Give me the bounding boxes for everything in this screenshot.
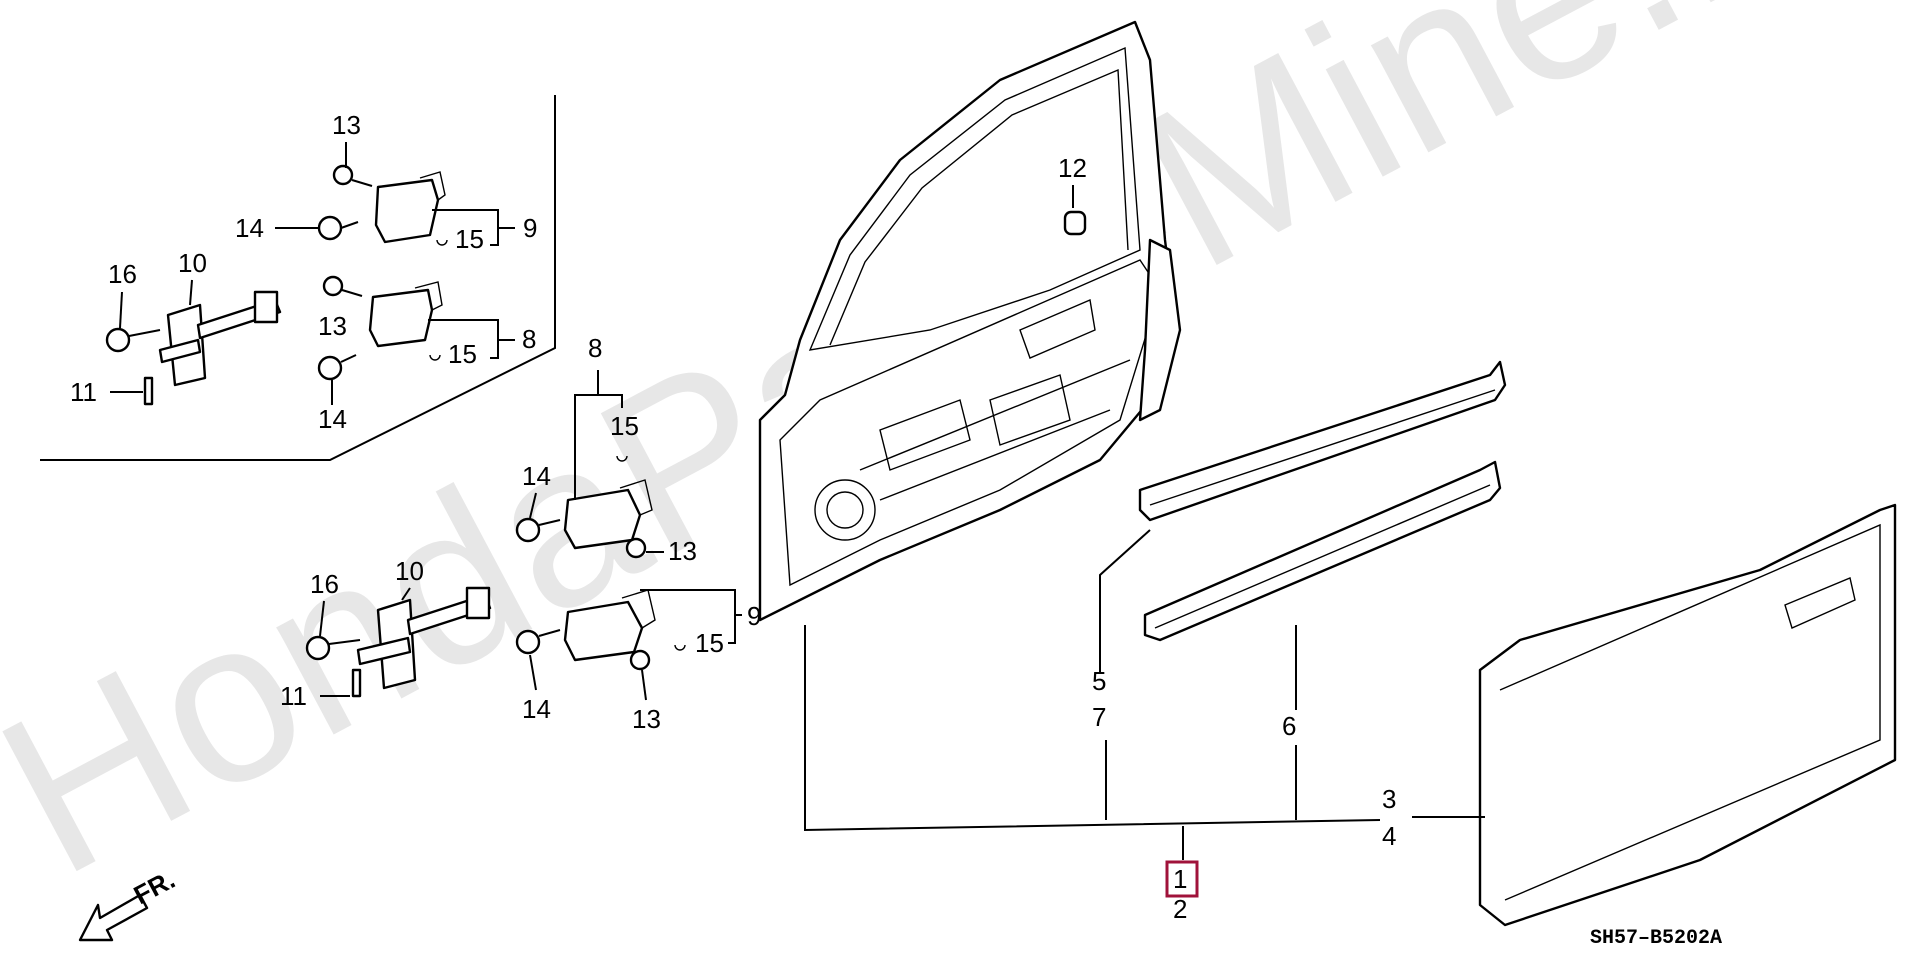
label-15-middle-b: 15	[695, 628, 724, 658]
lower-door-hinge	[563, 600, 644, 662]
label-16-upper: 16	[108, 259, 137, 289]
label-15-upper-a: 15	[455, 224, 484, 254]
door-outer-skin	[1478, 503, 1897, 927]
label-7: 7	[1092, 702, 1106, 732]
label-3: 3	[1382, 784, 1396, 814]
label-1: 1	[1173, 864, 1187, 894]
outer-handle-recess	[1784, 577, 1856, 629]
label-14-middle-a: 14	[522, 461, 551, 491]
label-4: 4	[1382, 821, 1396, 851]
label-12: 12	[1058, 153, 1087, 183]
label-13-middle-b: 13	[632, 704, 661, 734]
label-5: 5	[1092, 666, 1106, 696]
speaker-opening	[814, 479, 876, 541]
arrow-left-icon	[78, 893, 149, 942]
upper-hinge-assembly	[105, 164, 446, 406]
diagram-code: SH57–B5202A	[1590, 927, 1722, 950]
bolt-icon	[332, 164, 354, 186]
inner-panel	[779, 259, 1161, 587]
bolt-icon	[625, 537, 647, 559]
part-1-highlight	[1165, 860, 1199, 898]
door-shell	[758, 20, 1182, 622]
nut-icon	[515, 517, 541, 543]
nut-icon	[515, 629, 541, 655]
bolt-icon	[629, 649, 651, 671]
window-opening	[808, 46, 1141, 351]
label-10-upper: 10	[178, 248, 207, 278]
label-11-upper: 11	[70, 377, 97, 407]
label-14-upper-b: 14	[318, 404, 347, 434]
grommet-icon	[1063, 210, 1087, 236]
bolt-icon	[322, 275, 344, 297]
label-9-middle: 9	[747, 601, 761, 631]
label-16-middle: 16	[310, 569, 339, 599]
door-impact-beam-upper	[1138, 360, 1507, 522]
nut-icon	[317, 355, 343, 381]
label-6: 6	[1282, 711, 1296, 741]
label-10-middle: 10	[395, 556, 424, 586]
door-frame-outer	[758, 20, 1177, 622]
label-14-upper: 14	[235, 213, 264, 243]
pin-icon	[143, 376, 154, 406]
label-13-middle-a: 13	[668, 536, 697, 566]
bolt-icon	[305, 635, 331, 661]
label-9-upper: 9	[523, 213, 537, 243]
pin-icon	[351, 668, 362, 698]
middle-hinge-assembly	[305, 479, 656, 698]
label-14-middle-b: 14	[522, 694, 551, 724]
upper-door-hinge	[563, 488, 642, 550]
label-8-upper: 8	[522, 324, 536, 354]
label-13-upper-b: 13	[318, 311, 347, 341]
door-impact-beam-lower	[1143, 460, 1502, 642]
nut-icon	[317, 215, 343, 241]
lower-door-hinge	[368, 288, 434, 348]
label-11-middle: 11	[280, 681, 307, 711]
inset-panel-border	[40, 95, 556, 461]
upper-door-hinge	[374, 178, 440, 244]
label-15-upper-b: 15	[448, 339, 477, 369]
label-15-middle-a: 15	[610, 411, 639, 441]
label-13-upper: 13	[332, 110, 361, 140]
bolt-icon	[105, 327, 131, 353]
label-2: 2	[1173, 894, 1187, 924]
inner-rear-panel	[1138, 238, 1182, 422]
label-8-middle: 8	[588, 333, 602, 363]
leader-bus	[804, 625, 1381, 832]
